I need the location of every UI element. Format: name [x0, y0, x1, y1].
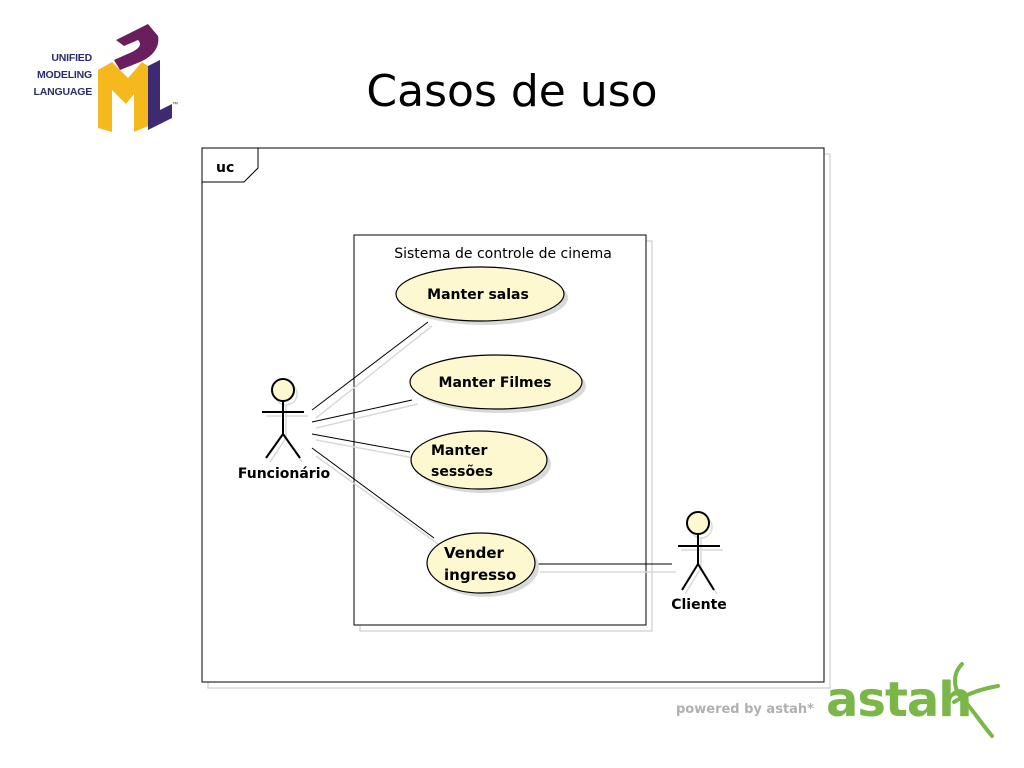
logo-tm: ™ — [172, 101, 178, 108]
use-case-label-line2: ingresso — [444, 566, 516, 584]
use-case-label-line2: sessões — [431, 464, 493, 480]
frame-tag: uc — [216, 160, 234, 176]
logo-line-modeling: MODELING — [37, 69, 92, 81]
actor-name: Funcionário — [238, 466, 331, 482]
use-case-manter-sessoes[interactable]: Manter sessões — [410, 430, 551, 493]
actor-cliente[interactable]: Cliente — [671, 511, 727, 613]
uml-logo: ™ UNIFIED MODELING LANGUAGE — [20, 22, 182, 134]
frame-tag-box — [201, 147, 259, 183]
association-funcionario-vender-ingresso — [311, 447, 435, 539]
use-case-label-line1: Manter — [431, 443, 488, 459]
actor-name: Cliente — [671, 597, 727, 613]
actor-figure — [678, 511, 720, 591]
use-case-label: Manter salas — [427, 287, 529, 303]
actor-figure — [262, 378, 304, 459]
slide-title: Casos de uso — [366, 66, 658, 117]
astah-branding: powered by astah* astah — [676, 662, 1006, 752]
astah-swoosh-icon — [952, 662, 1000, 738]
use-case-manter-filmes[interactable]: Manter Filmes — [409, 354, 586, 413]
uml-logo-text: UNIFIED MODELING LANGUAGE — [20, 50, 93, 101]
use-case-label: Manter Filmes — [439, 375, 552, 391]
use-case-vender-ingresso[interactable]: Vender ingresso — [426, 532, 539, 597]
astah-logo-text: astah — [826, 672, 972, 728]
use-case-manter-salas[interactable]: Manter salas — [395, 266, 568, 325]
associations — [311, 321, 672, 565]
association-funcionario-manter-filmes — [311, 399, 413, 423]
association-funcionario-manter-sessoes — [311, 433, 411, 453]
use-case-label-line1: Vender — [444, 544, 505, 562]
system-boundary-label: Sistema de controle de cinema — [394, 246, 612, 262]
logo-line-language: LANGUAGE — [33, 86, 93, 98]
powered-by-text: powered by astah* — [676, 702, 814, 717]
association-shadows — [315, 325, 676, 573]
actor-funcionario[interactable]: Funcionário — [238, 378, 331, 482]
association-funcionario-manter-salas — [311, 321, 429, 411]
logo-line-unified: UNIFIED — [51, 52, 92, 64]
